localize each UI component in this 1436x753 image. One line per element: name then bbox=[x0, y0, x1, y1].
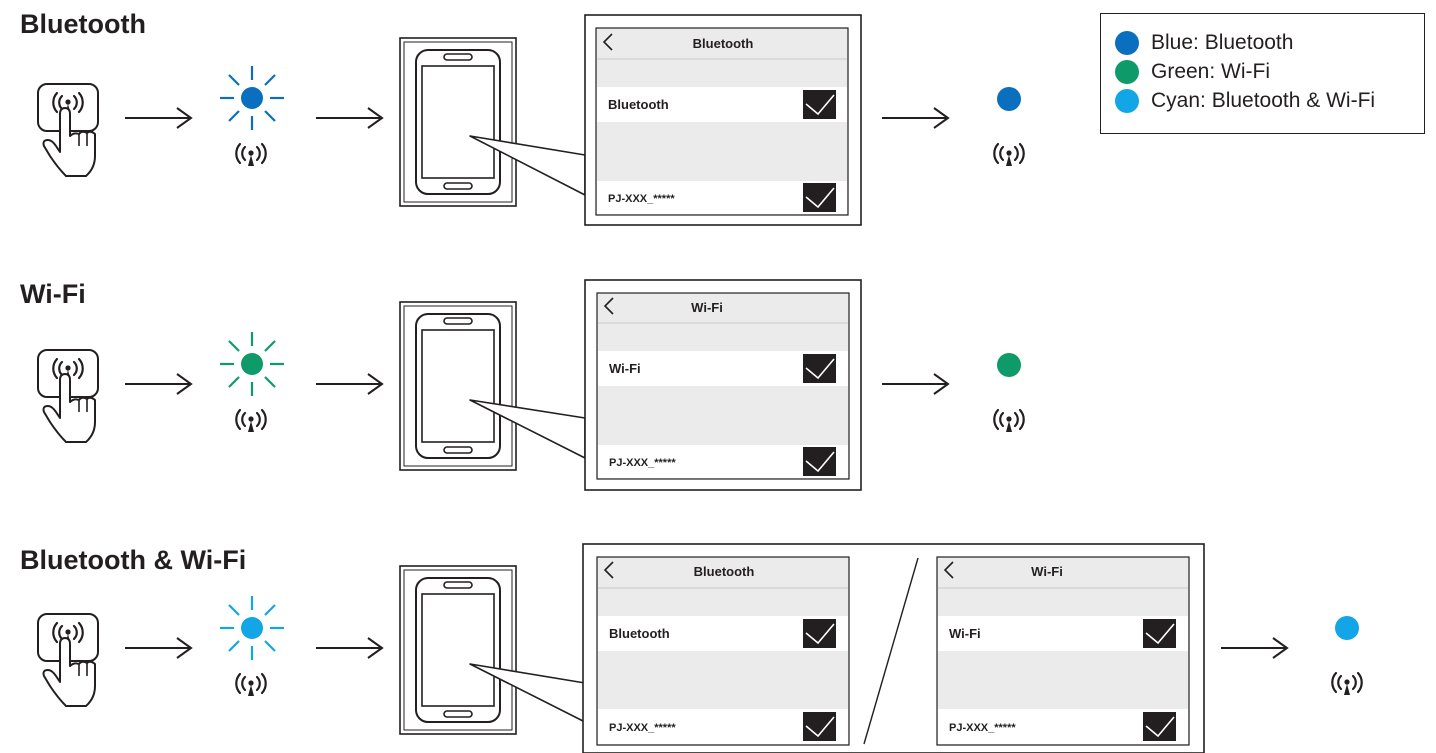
blue-dot-icon bbox=[1115, 31, 1139, 55]
setting-label: Bluetooth bbox=[609, 626, 670, 641]
wireless-status-icon bbox=[235, 408, 267, 434]
cyan-dot-icon bbox=[1115, 89, 1139, 113]
screen-divider bbox=[863, 557, 919, 745]
led-indicator-icon bbox=[220, 332, 284, 396]
checkbox-checked-icon bbox=[802, 182, 837, 213]
smartphone-icon bbox=[399, 301, 517, 471]
chevron-left-icon bbox=[603, 297, 614, 315]
led-indicator-icon bbox=[220, 66, 284, 130]
arrow-right-icon bbox=[124, 373, 192, 395]
arrow-right-icon bbox=[315, 107, 383, 129]
setting-label: Wi-Fi bbox=[609, 361, 641, 376]
arrow-right-icon bbox=[315, 637, 383, 659]
chevron-left-icon bbox=[603, 561, 614, 579]
checkbox-checked-icon bbox=[802, 353, 837, 384]
legend-item-green: Green: Wi-Fi bbox=[1115, 59, 1270, 85]
screen-header: Wi-Fi bbox=[691, 300, 723, 315]
wireless-status-icon bbox=[993, 408, 1025, 434]
led-solid-green-icon bbox=[997, 353, 1021, 377]
color-legend: Blue: Bluetooth Green: Wi-Fi Cyan: Bluet… bbox=[1100, 13, 1425, 134]
wireless-status-icon bbox=[993, 142, 1025, 168]
smartphone-icon bbox=[399, 37, 517, 207]
checkbox-checked-icon bbox=[802, 446, 837, 477]
led-solid-cyan-icon bbox=[1335, 616, 1359, 640]
checkbox-checked-icon bbox=[802, 711, 837, 742]
wireless-status-icon bbox=[1331, 671, 1363, 697]
setting-label: Bluetooth bbox=[608, 97, 669, 112]
arrow-right-icon bbox=[124, 107, 192, 129]
wireless-status-icon bbox=[235, 672, 267, 698]
arrow-right-icon bbox=[1220, 637, 1288, 659]
wireless-button-icon bbox=[38, 84, 98, 176]
section-title-bluetooth-wifi: Bluetooth & Wi-Fi bbox=[20, 545, 247, 575]
section-title-bluetooth: Bluetooth bbox=[20, 9, 146, 39]
chevron-left-icon bbox=[943, 561, 954, 579]
smartphone-icon bbox=[399, 565, 517, 735]
device-name: PJ-XXX_***** bbox=[609, 457, 676, 469]
legend-item-cyan: Cyan: Bluetooth & Wi-Fi bbox=[1115, 88, 1375, 114]
wireless-status-icon bbox=[235, 142, 267, 168]
legend-label-blue: Blue: Bluetooth bbox=[1151, 31, 1294, 54]
device-name: PJ-XXX_***** bbox=[609, 722, 676, 734]
legend-label-green: Green: Wi-Fi bbox=[1151, 60, 1271, 83]
led-indicator-icon bbox=[220, 596, 284, 660]
device-name: PJ-XXX_***** bbox=[608, 193, 675, 205]
arrow-right-icon bbox=[881, 373, 949, 395]
green-dot-icon bbox=[1115, 60, 1139, 84]
checkbox-checked-icon bbox=[1142, 711, 1177, 742]
wireless-button-icon bbox=[38, 614, 98, 706]
arrow-right-icon bbox=[315, 373, 383, 395]
arrow-right-icon bbox=[124, 637, 192, 659]
setting-label: Wi-Fi bbox=[949, 626, 981, 641]
arrow-right-icon bbox=[881, 107, 949, 129]
led-solid-blue-icon bbox=[997, 87, 1021, 111]
wireless-button-icon bbox=[38, 350, 98, 442]
screen-header: Bluetooth bbox=[694, 564, 755, 579]
screen-header: Bluetooth bbox=[693, 36, 754, 51]
checkbox-checked-icon bbox=[802, 618, 837, 649]
device-name: PJ-XXX_***** bbox=[949, 722, 1016, 734]
legend-item-blue: Blue: Bluetooth bbox=[1115, 30, 1293, 56]
checkbox-checked-icon bbox=[802, 89, 837, 120]
checkbox-checked-icon bbox=[1142, 618, 1177, 649]
chevron-left-icon bbox=[602, 33, 613, 51]
screen-header: Wi-Fi bbox=[1031, 564, 1063, 579]
section-title-wifi: Wi-Fi bbox=[20, 279, 86, 309]
legend-label-cyan: Cyan: Bluetooth & Wi-Fi bbox=[1151, 89, 1376, 112]
